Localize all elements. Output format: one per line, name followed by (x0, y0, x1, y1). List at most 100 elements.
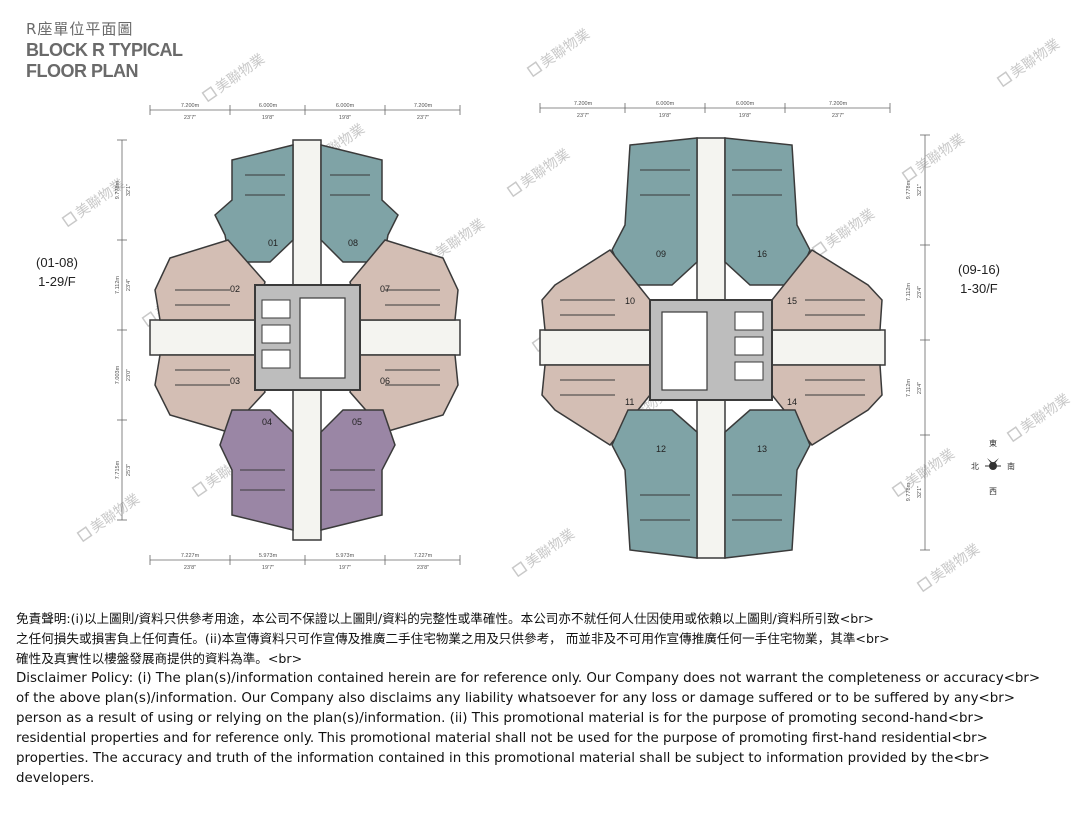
unit-label: 01 (268, 238, 278, 248)
unit-label: 12 (656, 444, 666, 454)
dimension-label: 25'3" (126, 464, 132, 476)
dimension-label: 7.112m (906, 283, 912, 301)
disclaimer-en-line: Disclaimer Policy: (i) The plan(s)/infor… (16, 671, 1041, 686)
unit-label: 07 (380, 284, 390, 294)
dimension-label: 7.112m (906, 379, 912, 397)
disclaimer-zh-line: 確性及真實性以樓盤發展商提供的資料為準。<br> (16, 651, 303, 666)
watermark-text: 美聯物業 (823, 206, 878, 251)
compass-north-label: 北 (971, 462, 979, 471)
watermark-logo: 美聯物業 (1006, 391, 1072, 443)
watermark-text: 美聯物業 (538, 26, 593, 71)
dimension-label: 23'7" (832, 113, 844, 119)
watermark-text: 美聯物業 (433, 216, 488, 261)
watermark-text: 美聯物業 (523, 526, 578, 571)
watermark-text: 美聯物業 (1008, 36, 1063, 81)
units-range-label: (01-08) (36, 255, 78, 270)
disclaimer-en-line: of the above plan(s)/information. Our Co… (16, 691, 1016, 706)
watermark-logo: 美聯物業 (506, 146, 573, 198)
watermark-logo: 美聯物業 (916, 541, 983, 593)
plan-block-09-16: 09 10 11 12 13 14 15 16 (539, 103, 930, 559)
dimension-label: 9.778m (906, 180, 912, 199)
unit-label: 04 (262, 417, 272, 427)
watermark-logo: 美聯物業 (526, 26, 593, 78)
dimension-label: 9.778m (115, 180, 121, 199)
disclaimer: 免責聲明:(i)以上圖則/資料只供參考用途，本公司不保證以上圖則/資料的完整性或… (16, 609, 1066, 789)
unit-label: 03 (230, 376, 240, 386)
compass-south-label: 南 (1007, 461, 1015, 471)
plan-title-line2: FLOOR PLAN (26, 61, 138, 81)
dimension-label: 32'1" (917, 486, 923, 498)
unit-label: 15 (787, 296, 797, 306)
unit-label: 10 (625, 296, 635, 306)
dimension-label: 23'7" (184, 115, 196, 121)
watermark-text: 美聯物業 (928, 541, 983, 586)
watermark-logo: 美聯物業 (901, 131, 968, 183)
disclaimer-en-line: developers. (16, 771, 95, 786)
dimension-label: 7.715m (115, 460, 121, 479)
dimension-label: 23'0" (126, 369, 132, 381)
dimension-label: 7.112m (115, 276, 121, 294)
dimension-label: 32'1" (917, 184, 923, 196)
dimension-label: 19'8" (739, 113, 751, 119)
dimension-label: 19'8" (262, 115, 274, 121)
units-range-label: (09-16) (958, 262, 1000, 277)
dimension-label: 7.200m (574, 101, 593, 107)
floor-label-left: (01-08) 1-29/F (36, 253, 78, 291)
unit-label: 13 (757, 444, 767, 454)
compass-east-label: 東 (989, 438, 997, 448)
watermark-logo: 美聯物業 (511, 526, 578, 578)
dimension-label: 7.200m (829, 101, 848, 107)
dimension-label: 19'7" (339, 565, 351, 571)
dimension-label: 19'8" (339, 115, 351, 121)
unit-label: 09 (656, 249, 666, 259)
dimension-label: 7.003m (115, 365, 121, 384)
watermark-text: 美聯物業 (518, 146, 573, 191)
dimension-label: 5.973m (336, 553, 355, 559)
dimension-label: 6.000m (736, 101, 755, 107)
compass-west-label: 西 (989, 487, 997, 496)
unit-label: 06 (380, 376, 390, 386)
dimension-labels: 7.200m 23'7" 6.000m 19'8" 6.000m 19'8" 7.200m 2… (115, 101, 923, 571)
dimension-label: 23'7" (577, 113, 589, 119)
watermark-text: 美聯物業 (913, 131, 968, 176)
dimension-label: 7.200m (414, 103, 433, 109)
floors-range-label: 1-29/F (38, 274, 76, 289)
unit-label: 16 (757, 249, 767, 259)
watermark-logo: 美聯物業 (996, 36, 1063, 88)
dimension-label: 6.000m (656, 101, 675, 107)
floor-plan-drawing: 美聯物業美聯物業美聯物業美聯物業美聯物業美聯物業美聯物業美聯物業美聯物業美聯物業… (61, 26, 1072, 593)
dimension-label: 7.227m (181, 553, 200, 559)
dimension-label: 23'8" (417, 565, 429, 571)
unit-label: 08 (348, 238, 358, 248)
watermark-logo: 美聯物業 (811, 206, 878, 258)
dimension-label: 32'1" (126, 184, 132, 196)
floors-range-label: 1-30/F (960, 281, 998, 296)
dimension-label: 5.973m (259, 553, 278, 559)
unit-label: 02 (230, 284, 240, 294)
watermark-text: 美聯物業 (213, 51, 268, 96)
disclaimer-en-line: properties. The accuracy and truth of th… (16, 751, 990, 766)
unit-label: 11 (625, 397, 634, 407)
disclaimer-zh-line: 之任何損失或損害負上任何責任。(ii)本宣傳資料只可作宣傳及推廣二手住宅物業之用… (16, 631, 890, 646)
dimension-label: 23'4" (917, 286, 923, 298)
disclaimer-en-line: residential properties and for reference… (16, 731, 988, 746)
watermark-text: 美聯物業 (1018, 391, 1072, 436)
dimension-label: 7.227m (414, 553, 433, 559)
dimension-label: 19'8" (659, 113, 671, 119)
plan-title-line1: BLOCK R TYPICAL (26, 40, 183, 60)
plan-title-chinese: R座單位平面圖 (26, 20, 134, 38)
disclaimer-en-line: person as a result of using or relying o… (16, 711, 985, 726)
unit-label: 14 (787, 397, 797, 407)
unit-label: 05 (352, 417, 362, 427)
plan-block-01-08: 01 02 03 04 05 06 07 08 (117, 105, 461, 565)
plan-title-english: BLOCK R TYPICAL FLOOR PLAN (26, 40, 183, 82)
dimension-label: 19'7" (262, 565, 274, 571)
disclaimer-zh-line: 免責聲明:(i)以上圖則/資料只供參考用途，本公司不保證以上圖則/資料的完整性或… (16, 611, 874, 626)
dimension-label: 23'4" (126, 279, 132, 291)
watermark-logo: 美聯物業 (76, 491, 143, 543)
dimension-label: 23'8" (184, 565, 196, 571)
watermark-text: 美聯物業 (88, 491, 143, 536)
dimension-label: 23'4" (917, 382, 923, 394)
dimension-label: 6.000m (259, 103, 278, 109)
watermark-logo: 美聯物業 (201, 51, 268, 103)
